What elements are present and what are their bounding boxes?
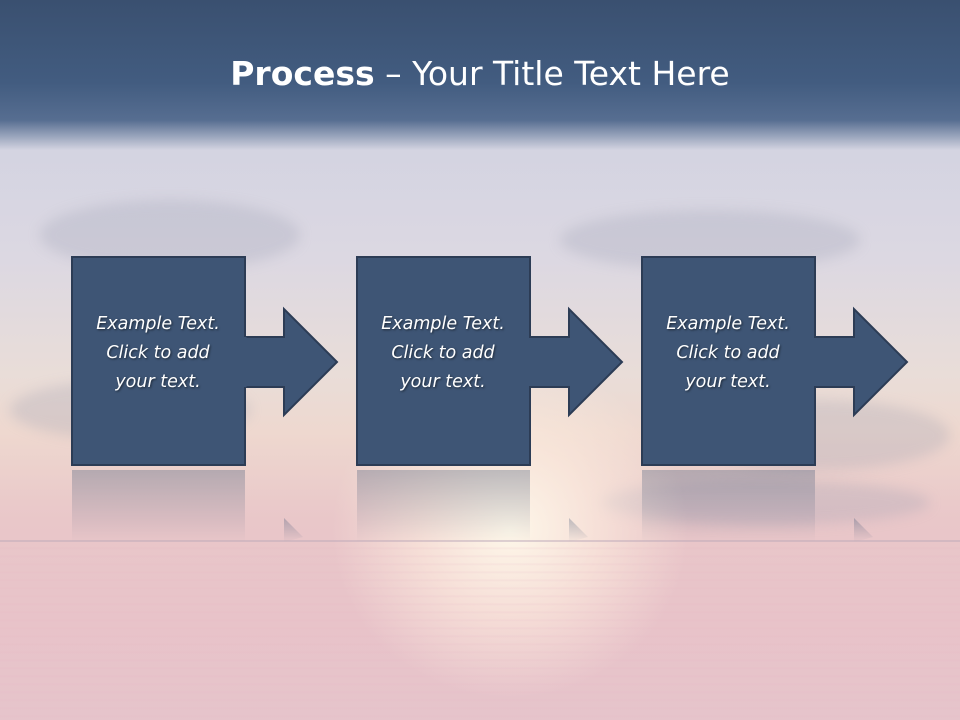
step-text-line: Click to add [391, 343, 495, 363]
slide-title[interactable]: Process – Your Title Text Here [0, 52, 960, 96]
step-text[interactable]: Example Text. Click to add your text. [356, 310, 530, 397]
water-ripples [0, 542, 960, 720]
step-text[interactable]: Example Text. Click to add your text. [71, 310, 245, 397]
arrow-box-shape [356, 256, 624, 466]
process-step-3[interactable]: Example Text. Click to add your text. [641, 256, 911, 467]
arrow-box-shape [71, 256, 339, 466]
step-text-line: your text. [400, 372, 486, 392]
step-text-line: your text. [685, 372, 771, 392]
step-reflection [356, 470, 626, 542]
title-rest: – Your Title Text Here [374, 54, 730, 93]
arrow-box-shape [641, 256, 909, 466]
step-text-line: Example Text. [96, 314, 220, 334]
step-reflection [641, 470, 911, 542]
step-text-line: Example Text. [381, 314, 505, 334]
process-step-1[interactable]: Example Text. Click to add your text. [71, 256, 341, 467]
step-reflection [71, 470, 341, 542]
step-text-line: Click to add [106, 343, 210, 363]
step-text-line: Example Text. [666, 314, 790, 334]
title-bar [0, 0, 960, 150]
process-step-2[interactable]: Example Text. Click to add your text. [356, 256, 626, 467]
step-text-line: your text. [115, 372, 201, 392]
title-bold: Process [230, 54, 375, 93]
step-text[interactable]: Example Text. Click to add your text. [641, 310, 815, 397]
step-text-line: Click to add [676, 343, 780, 363]
